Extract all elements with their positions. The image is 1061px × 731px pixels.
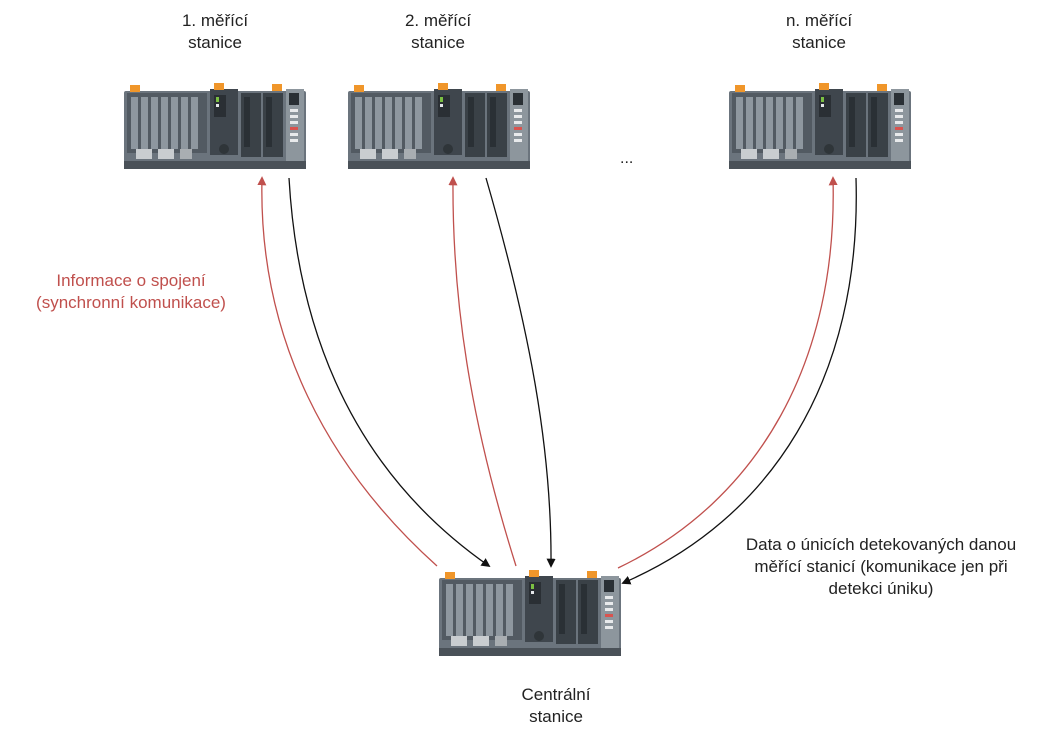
station-n-label: n. měřící stanice: [764, 10, 874, 54]
station-2-plc-icon: [348, 83, 530, 169]
central-label-line2: stanice: [529, 707, 583, 726]
data-communication-label: Data o únicích detekovaných danou měřící…: [705, 534, 1057, 600]
sync-label-line1: Informace o spojení: [56, 271, 206, 290]
station-1-plc-icon: [124, 83, 306, 169]
central-station-plc-icon: [439, 570, 621, 656]
sync-arrow-station-1: [257, 176, 438, 567]
data-label-line1: Data o únicích detekovaných danou: [745, 535, 1017, 554]
data-arrow-station-1: [288, 177, 491, 568]
data-label-line3: detekci úniku): [828, 579, 934, 598]
sync-label-line2: (synchronní komunikace): [36, 293, 226, 312]
station-1-label-line1: 1. měřící: [181, 11, 249, 30]
central-label-line1: Centrální: [521, 685, 591, 704]
station-2-label-line2: stanice: [411, 33, 465, 52]
station-1-label-line2: stanice: [188, 33, 242, 52]
station-2-label: 2. měřící stanice: [383, 10, 493, 54]
sync-arrow-station-n: [617, 176, 838, 569]
station-n-label-line1: n. měřící: [785, 11, 853, 30]
central-station-label: Centrální stanice: [496, 684, 616, 728]
data-arrow-station-n: [621, 177, 857, 585]
station-2-label-line1: 2. měřící: [404, 11, 472, 30]
sync-communication-label: Informace o spojení (synchronní komunika…: [0, 270, 262, 314]
data-arrow-station-2: [485, 177, 556, 568]
station-n-plc-icon: [729, 83, 911, 169]
station-1-label: 1. měřící stanice: [160, 10, 270, 54]
data-label-line2: měřící stanicí (komunikace jen při: [754, 557, 1008, 576]
sync-arrow-station-2: [448, 176, 517, 567]
station-n-label-line2: stanice: [792, 33, 846, 52]
more-stations-ellipsis: ...: [620, 150, 634, 167]
